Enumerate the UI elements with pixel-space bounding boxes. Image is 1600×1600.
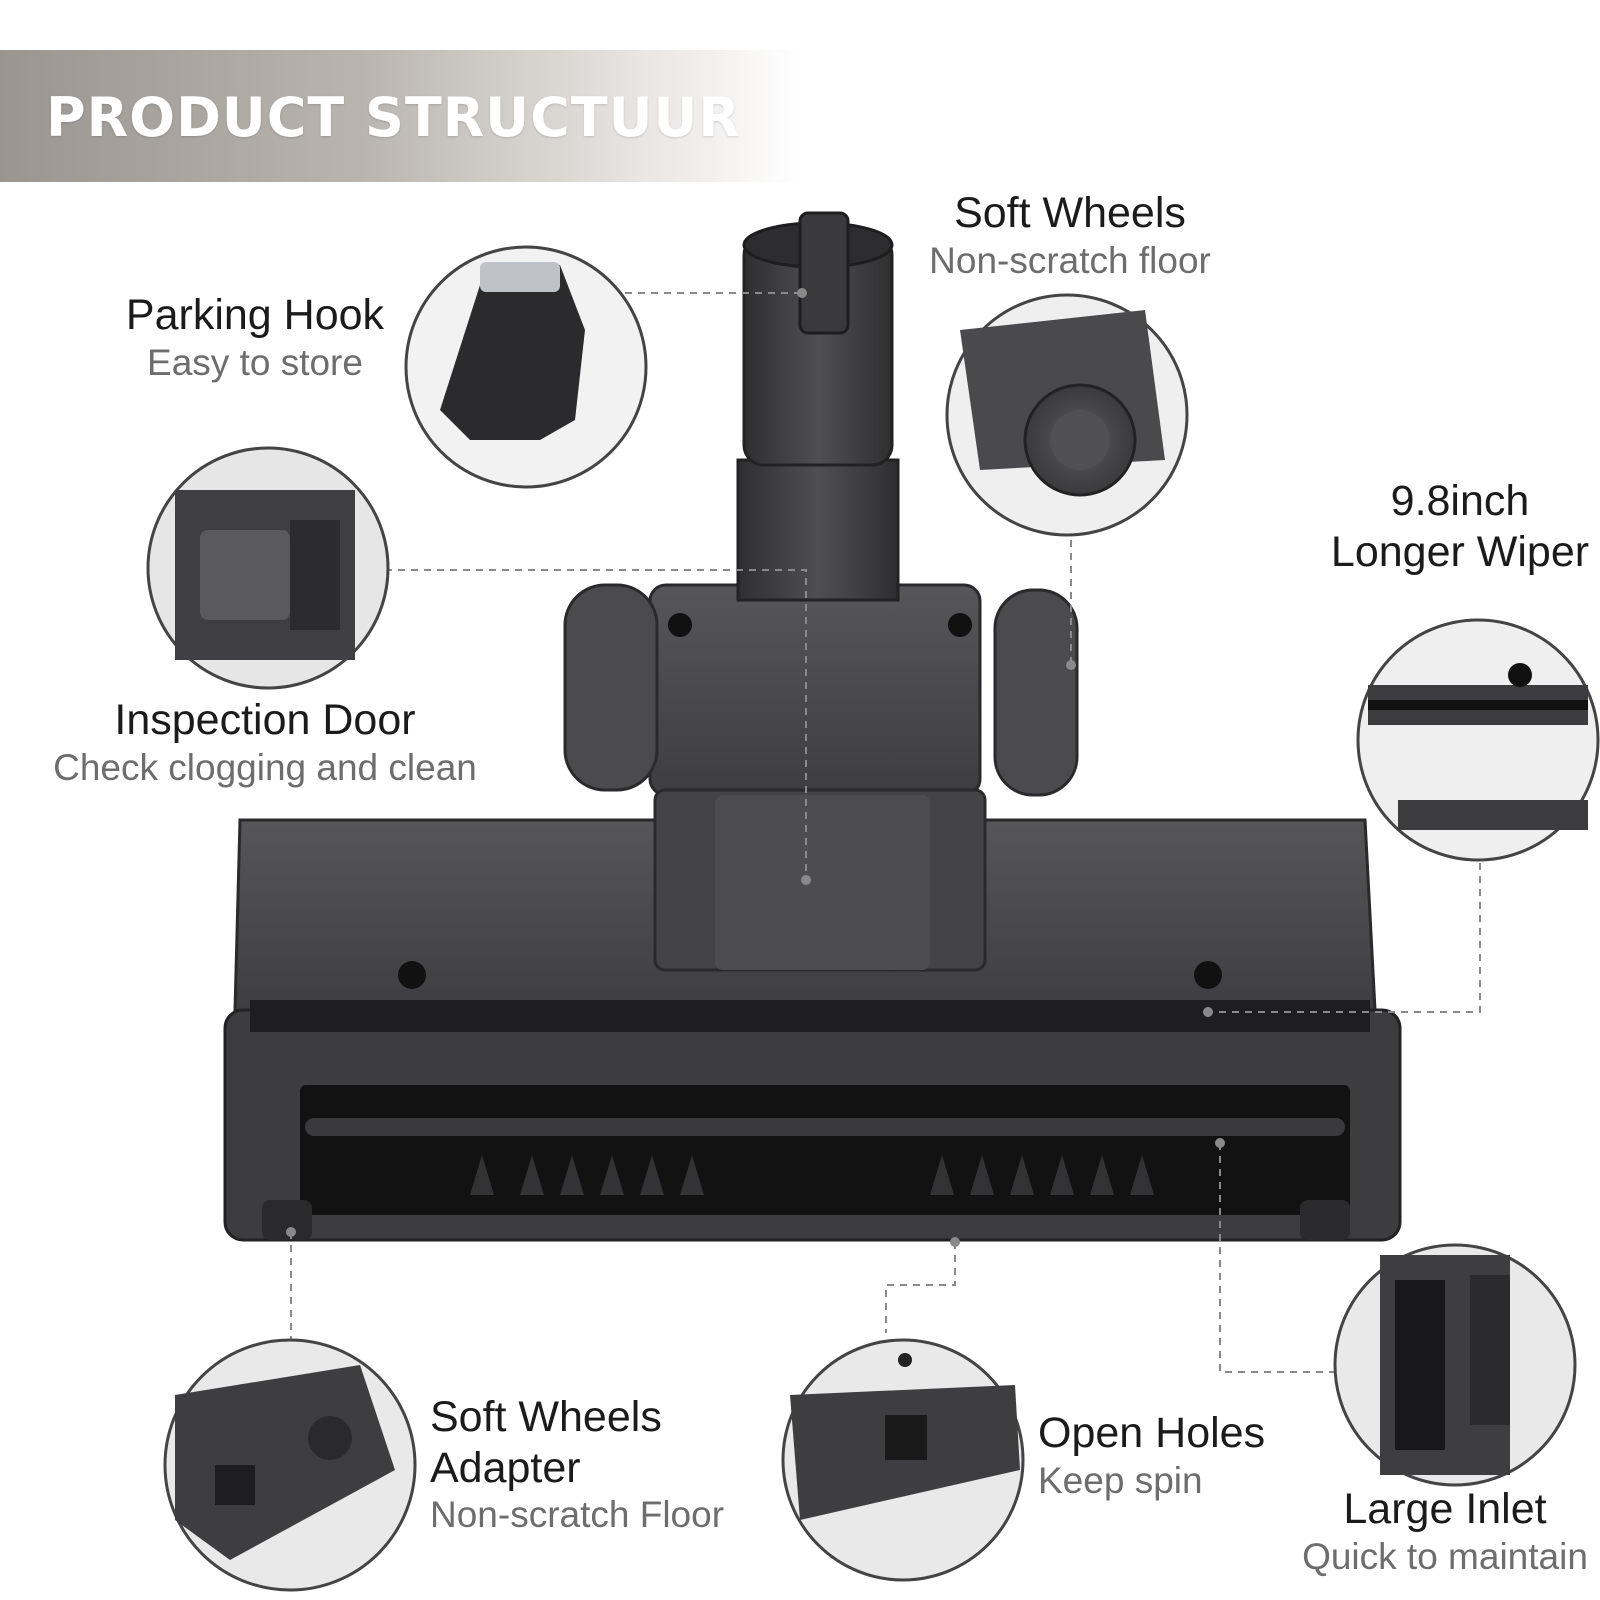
wheels-adapter-title-line2: Adapter xyxy=(430,1443,581,1492)
large-inlet-subtitle: Quick to maintain xyxy=(1302,1535,1588,1577)
wiper-label: 9.8inch Longer Wiper xyxy=(1320,476,1600,577)
hook-closeup-icon xyxy=(404,245,648,489)
wheels-adapter-subtitle: Non-scratch Floor xyxy=(430,1494,725,1536)
wheel-closeup-icon xyxy=(945,293,1189,537)
swivel-tube xyxy=(736,211,900,602)
door-closeup-icon xyxy=(146,446,390,690)
adapter-closeup-icon xyxy=(163,1338,417,1592)
inspection-door-label: Inspection Door Check clogging and clean xyxy=(30,695,500,789)
inspection-door-title: Inspection Door xyxy=(114,696,416,744)
wheels-adapter-title-line1: Soft Wheels xyxy=(430,1393,662,1441)
parking-hook-title: Parking Hook xyxy=(125,291,385,339)
soft-wheels-subtitle: Non-scratch floor xyxy=(929,239,1211,281)
open-holes-subtitle: Keep spin xyxy=(1038,1459,1203,1501)
wiper-title-line1: 9.8inch xyxy=(1390,477,1530,525)
wiper-closeup-icon xyxy=(1356,618,1600,862)
open-holes-label: Open Holes Keep spin xyxy=(1038,1408,1265,1502)
soft-wheels-label: Soft Wheels Non-scratch floor xyxy=(920,188,1220,282)
open-holes-title: Open Holes xyxy=(1038,1409,1266,1457)
header-banner: PRODUCT STRUCTUUR xyxy=(0,50,800,182)
large-inlet-title: Large Inlet xyxy=(1343,1485,1547,1533)
leader-dots xyxy=(286,288,1225,1247)
inspection-door-subtitle: Check clogging and clean xyxy=(53,746,477,788)
holes-closeup-icon xyxy=(781,1338,1025,1582)
page-title: PRODUCT STRUCTUUR xyxy=(46,86,741,149)
neck-joint xyxy=(648,583,987,972)
parking-hook-subtitle: Easy to store xyxy=(147,341,363,383)
leader-lines xyxy=(290,292,1481,1373)
wheels-adapter-label: Soft Wheels Adapter Non-scratch Floor xyxy=(430,1392,724,1537)
parking-hook-label: Parking Hook Easy to store xyxy=(110,290,400,384)
main-wheels xyxy=(563,583,1079,797)
soft-wheels-title: Soft Wheels xyxy=(954,189,1186,237)
inlet-closeup-icon xyxy=(1333,1243,1577,1487)
wiper-title-line2: Longer Wiper xyxy=(1330,527,1590,576)
large-inlet-label: Large Inlet Quick to maintain xyxy=(1290,1484,1600,1578)
